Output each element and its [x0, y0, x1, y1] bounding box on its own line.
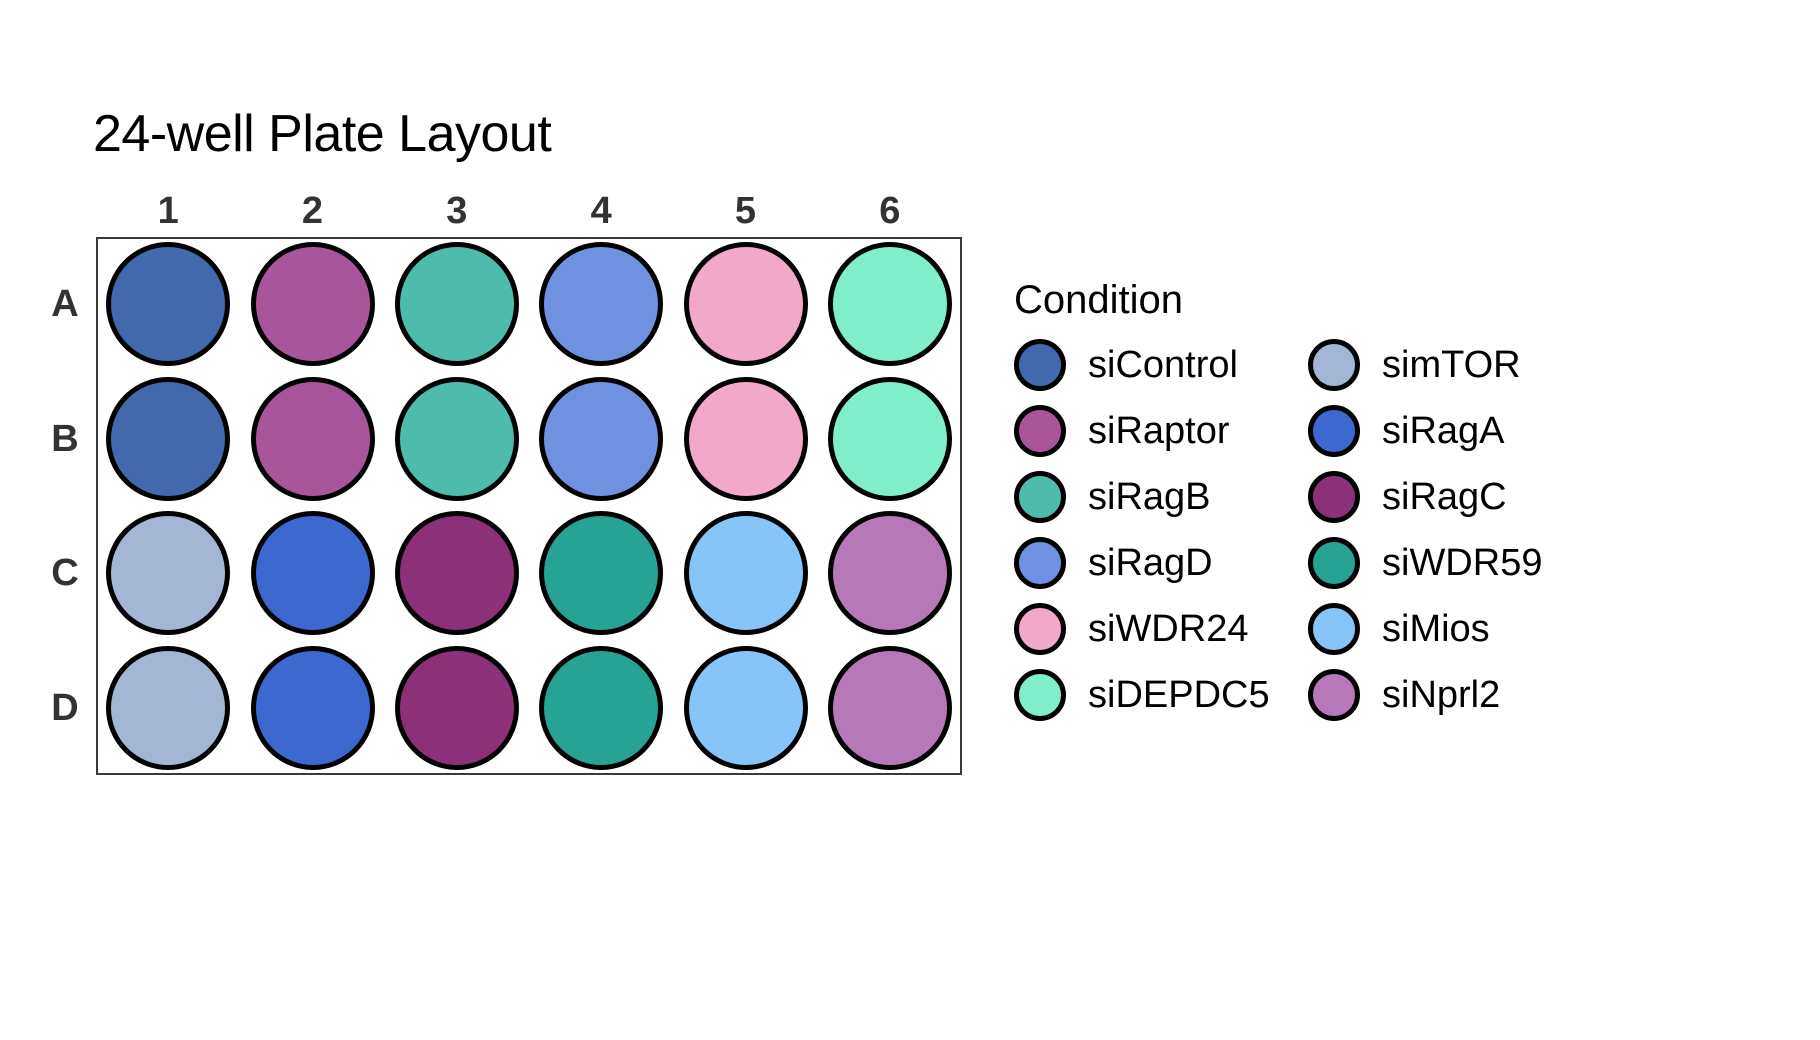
legend-swatch-icon: [1014, 537, 1066, 589]
well-C2[interactable]: [250, 511, 375, 636]
legend-swatch-icon: [1014, 339, 1066, 391]
legend-item-label: siRagA: [1382, 410, 1505, 452]
well-C5[interactable]: [683, 511, 808, 636]
row-header-C: C: [51, 552, 79, 595]
well-A2[interactable]: [250, 242, 375, 367]
legend-item-siRagA[interactable]: siRagA: [1308, 398, 1505, 464]
legend-item-siRaptor[interactable]: siRaptor: [1014, 398, 1230, 464]
well-D6[interactable]: [827, 645, 952, 770]
well-B1[interactable]: [106, 376, 231, 501]
well-D3[interactable]: [394, 645, 519, 770]
legend-item-label: siRagD: [1088, 542, 1213, 584]
legend-title: Condition: [1014, 278, 1184, 322]
well-A1[interactable]: [106, 242, 231, 367]
legend-swatch-icon: [1014, 405, 1066, 457]
legend-item-siDEPDC5[interactable]: siDEPDC5: [1014, 662, 1270, 728]
well-C4[interactable]: [539, 511, 664, 636]
well-C6[interactable]: [827, 511, 952, 636]
row-header-B: B: [51, 417, 79, 460]
column-header-3: 3: [446, 190, 468, 232]
legend-swatch-icon: [1014, 471, 1066, 523]
legend-item-label: siRagB: [1088, 476, 1211, 518]
column-header-5: 5: [734, 190, 757, 232]
legend-item-label: siWDR24: [1088, 608, 1249, 650]
column-header-2: 2: [301, 190, 324, 232]
legend-item-label: siRaptor: [1088, 410, 1230, 452]
legend-item-siWDR24[interactable]: siWDR24: [1014, 596, 1248, 662]
column-header-4: 4: [590, 190, 612, 232]
legend-swatch-icon: [1308, 603, 1360, 655]
legend-swatch-icon: [1308, 471, 1360, 523]
legend-swatch-icon: [1308, 405, 1360, 457]
legend-item-siWDR59[interactable]: siWDR59: [1308, 530, 1542, 596]
legend-item-label: siNprl2: [1382, 674, 1501, 716]
column-header-1: 1: [157, 190, 179, 232]
legend-item-siMios[interactable]: siMios: [1308, 596, 1490, 662]
legend-item-label: siWDR59: [1382, 542, 1543, 584]
legend-swatch-icon: [1308, 669, 1360, 721]
legend-swatch-icon: [1308, 339, 1360, 391]
legend-item-siRagB[interactable]: siRagB: [1014, 464, 1211, 530]
well-A3[interactable]: [394, 242, 519, 367]
legend-item-label: simTOR: [1382, 344, 1521, 386]
legend-swatch-icon: [1014, 603, 1066, 655]
well-D5[interactable]: [683, 645, 808, 770]
well-A6[interactable]: [827, 242, 952, 367]
legend-item-siControl[interactable]: siControl: [1014, 332, 1238, 398]
legend-swatch-icon: [1308, 537, 1360, 589]
well-B5[interactable]: [683, 376, 808, 501]
legend-item-label: siMios: [1382, 608, 1490, 650]
row-header-A: A: [51, 283, 79, 326]
legend-item-label: siDEPDC5: [1088, 674, 1270, 716]
well-C1[interactable]: [106, 511, 231, 636]
legend-item-siRagC[interactable]: siRagC: [1308, 464, 1507, 530]
well-A4[interactable]: [539, 242, 664, 367]
legend-item-label: siRagC: [1382, 476, 1507, 518]
well-B4[interactable]: [539, 376, 664, 501]
well-B6[interactable]: [827, 376, 952, 501]
legend-item-simTOR[interactable]: simTOR: [1308, 332, 1521, 398]
well-D1[interactable]: [106, 645, 231, 770]
plate-border: [96, 237, 962, 775]
column-header-6: 6: [879, 190, 901, 232]
page-title: 24-well Plate Layout: [93, 105, 552, 163]
well-D2[interactable]: [250, 645, 375, 770]
well-B3[interactable]: [394, 376, 519, 501]
well-B2[interactable]: [250, 376, 375, 501]
well-C3[interactable]: [394, 511, 519, 636]
well-A5[interactable]: [683, 242, 808, 367]
legend-item-label: siControl: [1088, 344, 1238, 386]
legend-item-siNprl2[interactable]: siNprl2: [1308, 662, 1500, 728]
legend-swatch-icon: [1014, 669, 1066, 721]
plate-area: 1 2 3 4 5 6 A B C D: [51, 190, 962, 775]
well-D4[interactable]: [539, 645, 664, 770]
legend-item-siRagD[interactable]: siRagD: [1014, 530, 1213, 596]
row-header-D: D: [51, 686, 79, 729]
